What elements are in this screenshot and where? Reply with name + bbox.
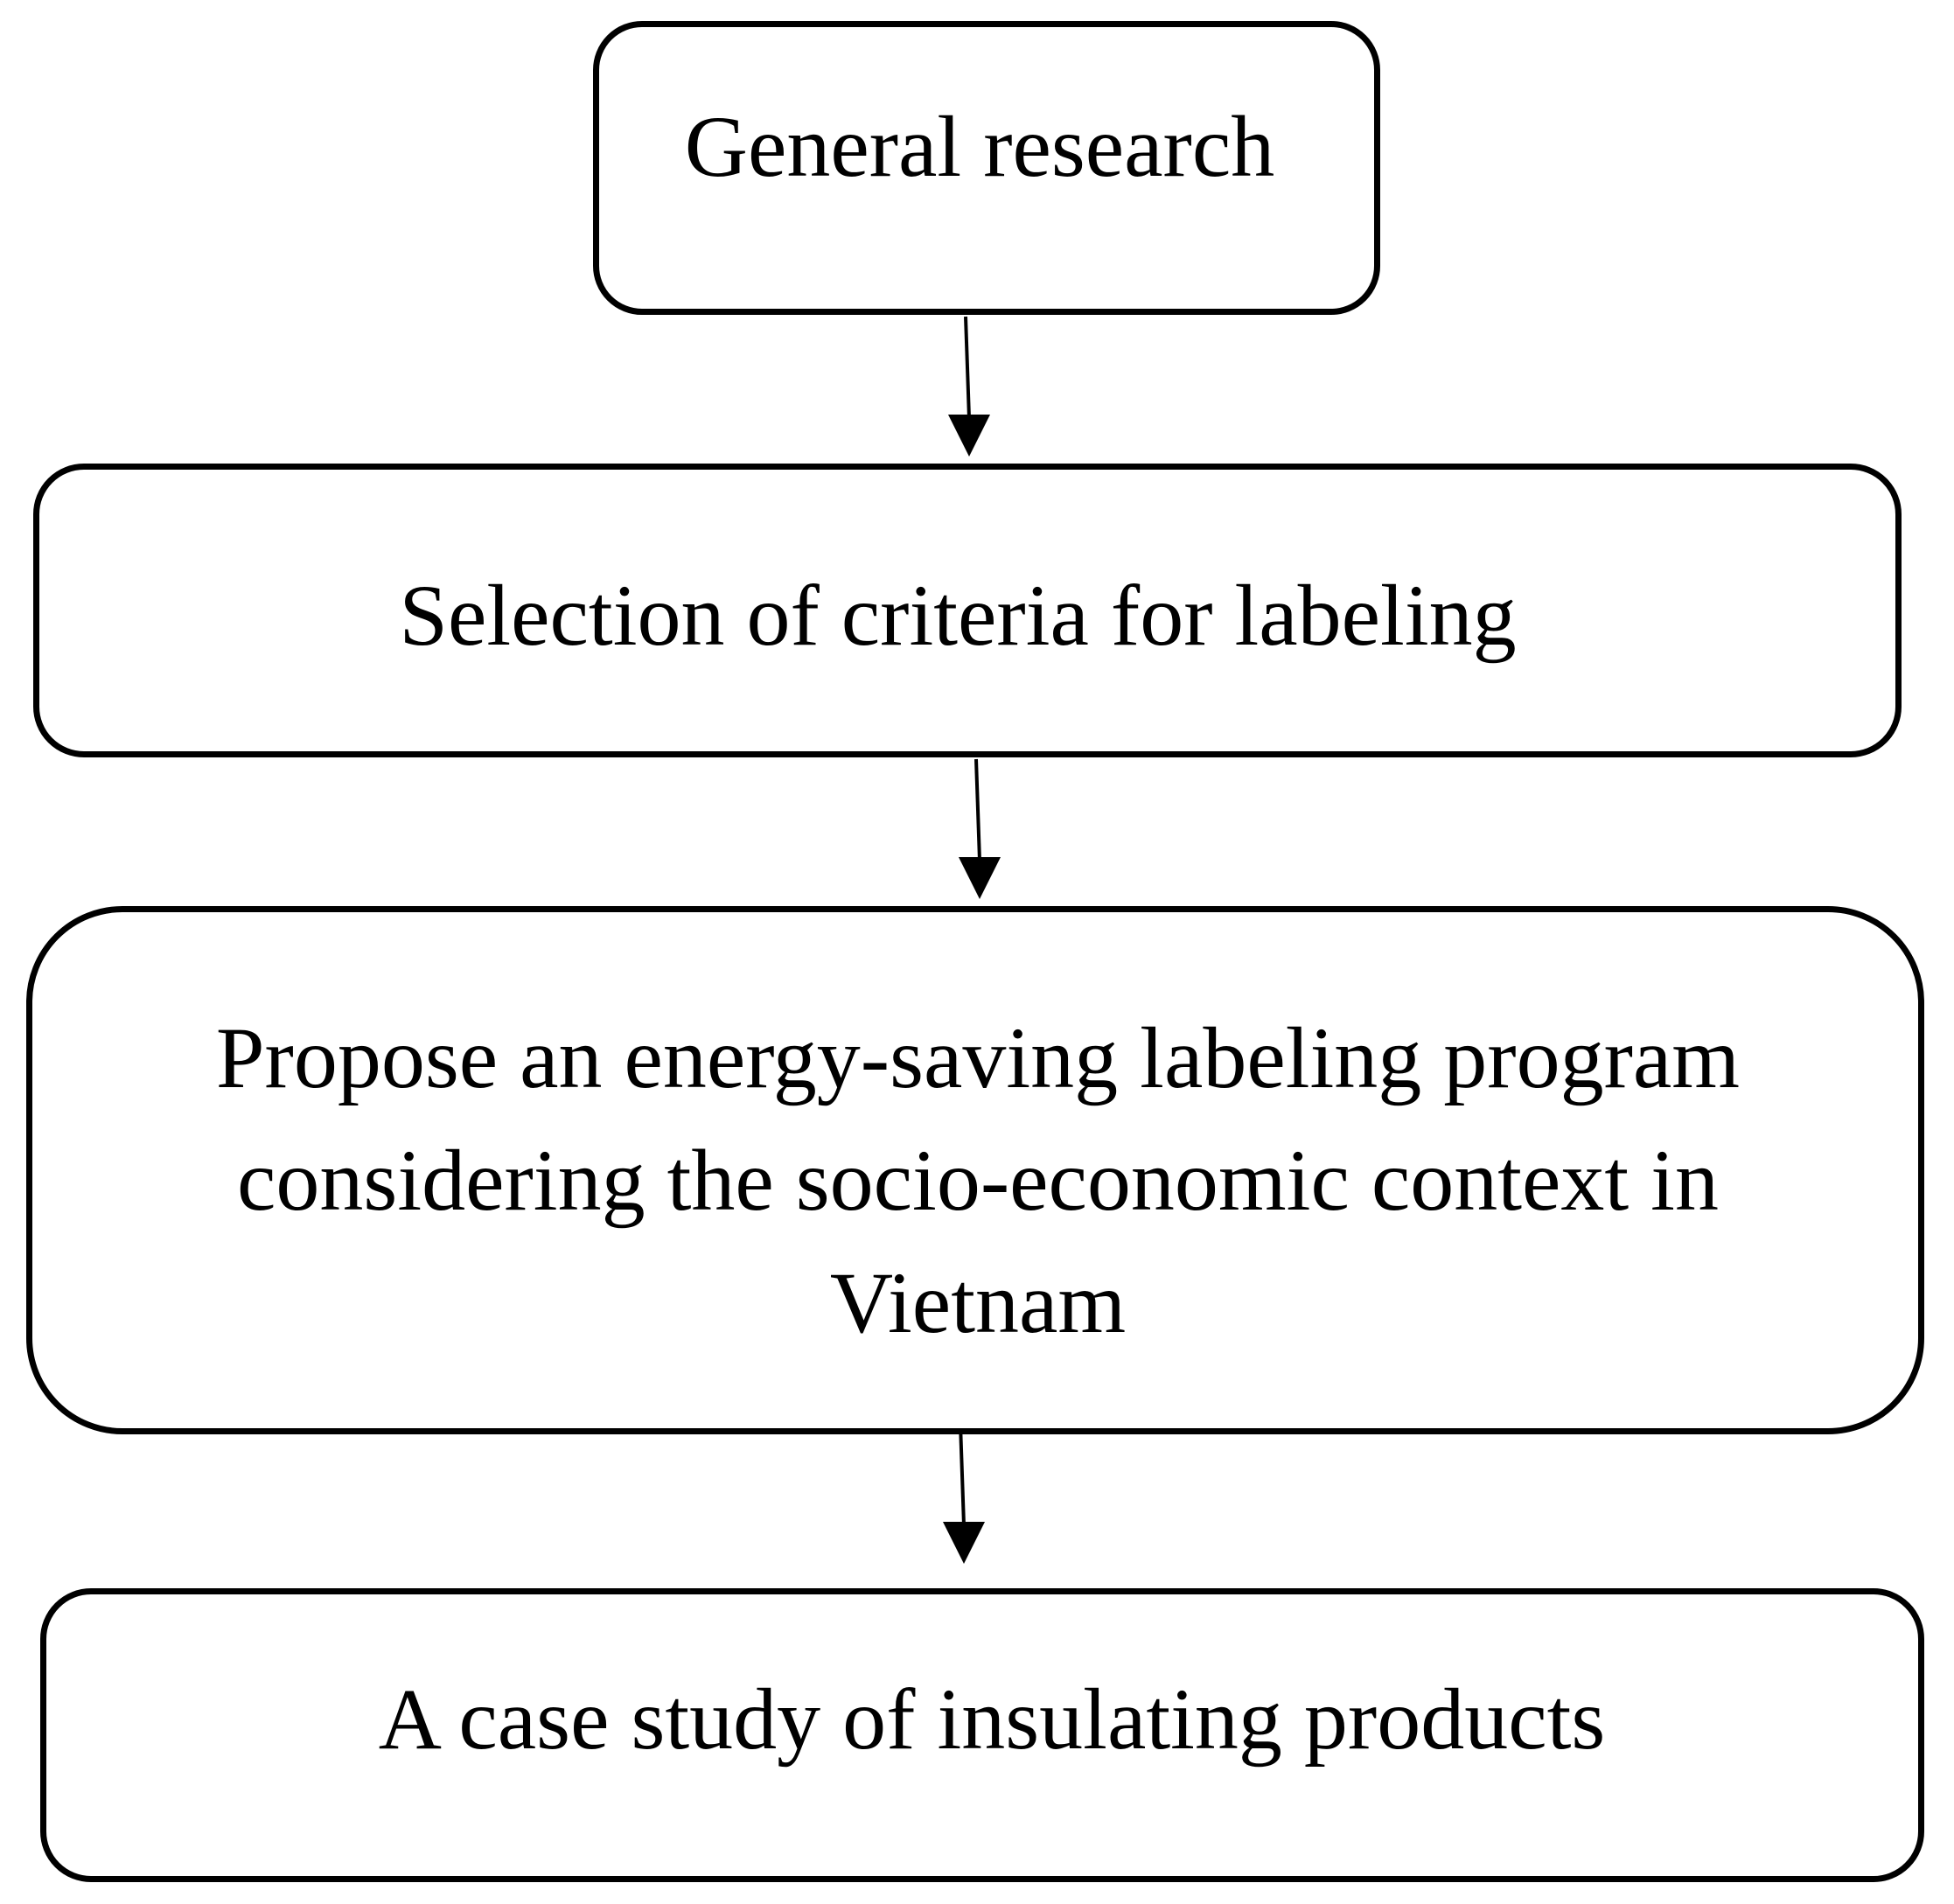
step-box-general-research: General research	[593, 21, 1380, 315]
step-box-propose-program: Propose an energy-saving labeling progra…	[26, 906, 1924, 1434]
step-label-general-research: General research	[684, 98, 1275, 195]
step-label-propose-program: Propose an energy-saving labeling progra…	[215, 1009, 1741, 1351]
step-label-selection-criteria: Selection of criteria for labeling	[399, 567, 1517, 664]
step-box-case-study: A case study of insulating products	[40, 1588, 1924, 1882]
step-box-selection-criteria: Selection of criteria for labeling	[33, 464, 1902, 757]
arrow-selection-to-propose	[959, 758, 1001, 899]
arrow-general-to-selection	[948, 316, 990, 457]
arrow-propose-to-case-study	[943, 1423, 985, 1564]
step-label-case-study: A case study of insulating products	[378, 1670, 1606, 1768]
